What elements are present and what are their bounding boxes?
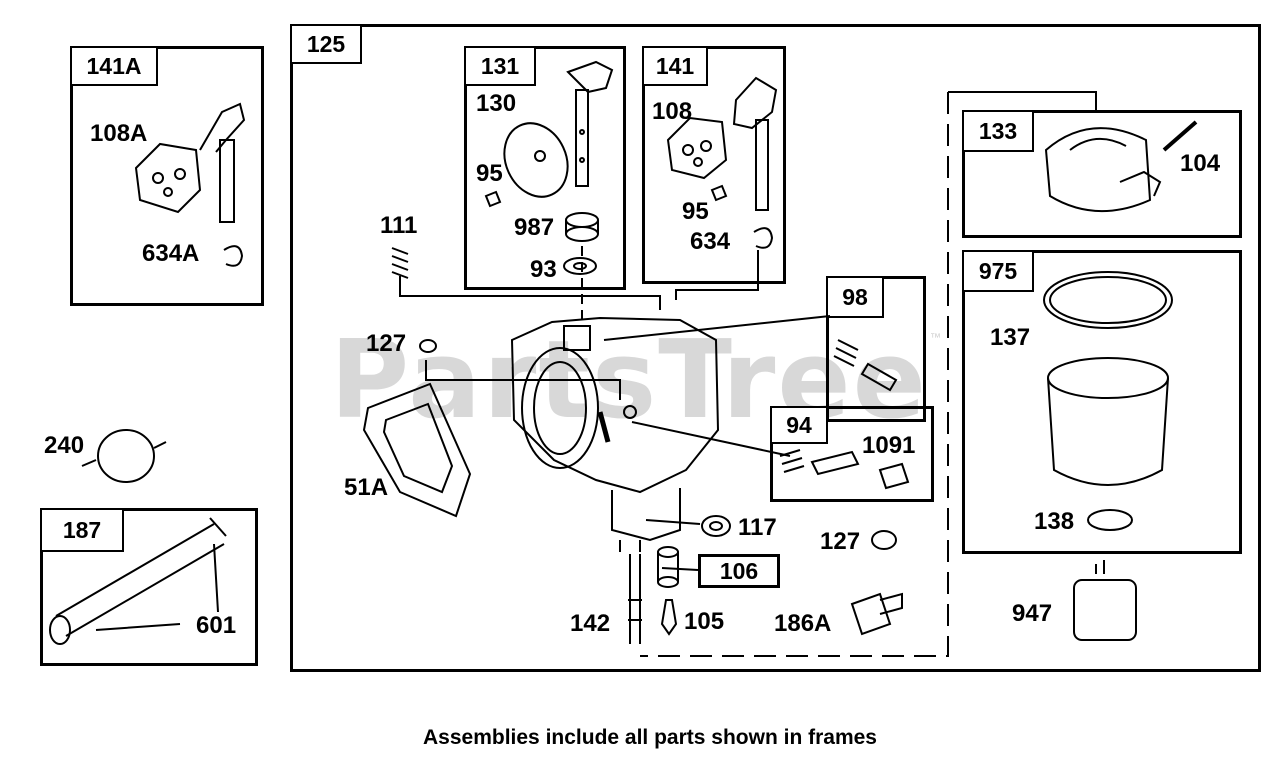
frame-133: [962, 110, 1242, 238]
label-138: 138: [1034, 508, 1075, 535]
tag-975: 975: [962, 250, 1034, 292]
label-601: 601: [196, 612, 237, 639]
frame-141: [642, 46, 786, 284]
disc-130-drawing: [503, 122, 569, 198]
choke-133-drawing: [1044, 120, 1198, 213]
carburetor-body-drawing: [510, 316, 720, 552]
label-137: 137: [990, 324, 1031, 351]
tag-131: 131: [464, 46, 536, 86]
label-127-top: 127: [366, 330, 407, 357]
washer-138-drawing: [1087, 509, 1133, 531]
frame-94: [770, 406, 934, 502]
spring-117-drawing: [701, 515, 731, 537]
tag-133: 133: [962, 110, 1034, 152]
screw-95-drawing: [484, 190, 502, 208]
tag-98: 98: [826, 276, 884, 318]
tag-141: 141: [642, 46, 708, 86]
tube-142-drawing: [628, 554, 642, 644]
trademark-mark: ™: [930, 332, 941, 344]
label-127-bottom: 127: [820, 528, 861, 555]
filter-240-drawing: [81, 429, 167, 483]
plate-108-drawing: [666, 116, 728, 180]
assembly-caption: Assemblies include all parts shown in fr…: [423, 726, 877, 749]
label-186a: 186A: [774, 610, 832, 637]
elbow-186a-drawing: [850, 592, 903, 636]
spring-111-drawing: [391, 247, 409, 279]
tag-125: 125: [290, 24, 362, 64]
bowl-975-drawing: [1047, 357, 1169, 486]
tag-106: 106: [719, 557, 759, 584]
bushing-93-drawing: [563, 257, 597, 275]
label-105: 105: [684, 608, 725, 635]
screw-95-141-drawing: [710, 184, 728, 202]
seal-987-drawing: [565, 212, 599, 242]
frame-141a: [70, 46, 264, 306]
label-634: 634: [690, 228, 731, 255]
washer-127-drawing: [871, 530, 897, 550]
label-240: 240: [44, 432, 85, 459]
label-130: 130: [476, 90, 517, 117]
tag-187: 187: [40, 508, 124, 552]
label-93: 93: [530, 256, 557, 283]
label-117: 117: [738, 514, 777, 541]
label-95-141: 95: [682, 198, 709, 225]
label-1091: 1091: [862, 432, 916, 459]
label-142: 142: [570, 610, 611, 637]
label-634a: 634A: [142, 240, 200, 267]
frame-975: [962, 250, 1242, 554]
fuel-line-187-drawing: [49, 517, 227, 645]
gasket-51a-drawing: [362, 382, 472, 518]
plate-108a-drawing: [134, 142, 202, 214]
frame-187: [40, 508, 258, 666]
idle-screw-98-drawing: [833, 339, 898, 392]
label-51a: 51A: [344, 474, 389, 501]
tag-141a: 141A: [70, 46, 158, 86]
frame-131: [464, 46, 626, 290]
label-987: 987: [514, 214, 555, 241]
label-95-131: 95: [476, 160, 503, 187]
frame-106: [698, 554, 780, 588]
label-947: 947: [1012, 600, 1053, 627]
pin-127-drawing: [419, 339, 437, 353]
gasket-137-drawing: [1043, 271, 1173, 329]
leader-lines: [399, 91, 1097, 657]
frame-125: [290, 24, 1261, 672]
label-111: 111: [380, 212, 418, 239]
label-104: 104: [1180, 150, 1221, 177]
shaft-141-drawing: [732, 76, 778, 249]
shaft-131-drawing: [566, 60, 614, 187]
tag-94: 94: [770, 406, 828, 444]
solenoid-947-drawing: [1073, 560, 1137, 641]
label-108a: 108A: [90, 120, 148, 147]
label-108: 108: [652, 98, 693, 125]
seat-106-drawing: [657, 546, 679, 588]
needle-105-drawing: [660, 599, 678, 636]
shaft-634a-drawing: [199, 102, 246, 267]
